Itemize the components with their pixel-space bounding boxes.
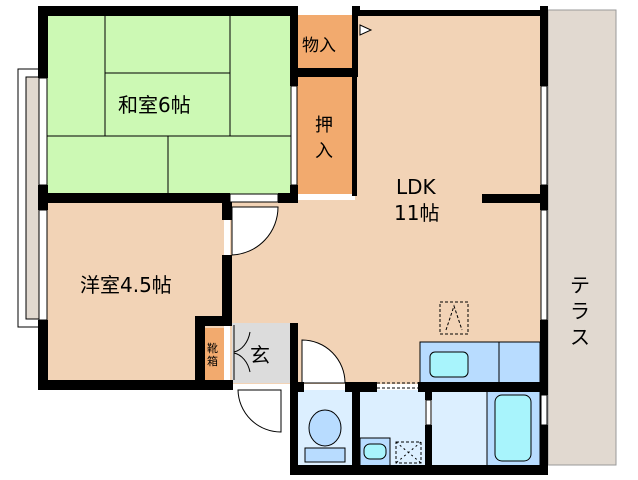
- ldk-label-2: 11帖: [394, 201, 439, 225]
- terrace-label-1: テ: [570, 273, 590, 297]
- yoshitsu-label: 洋室4.5帖: [80, 273, 172, 297]
- getabako-label-1: 靴: [207, 341, 218, 355]
- genkan-floor: [232, 323, 290, 383]
- washbasin-bowl: [363, 443, 387, 460]
- getabako: [204, 328, 224, 380]
- washitsu-floor: [46, 14, 292, 196]
- tatami-lines: [46, 14, 292, 196]
- oshiire-floor: [297, 77, 352, 194]
- washer-space: [395, 441, 422, 464]
- doors: [231, 206, 346, 433]
- terrace-label-2: ラ: [570, 299, 590, 323]
- oshiire-label-1: 押: [315, 115, 333, 136]
- bathtub-inner: [494, 394, 532, 462]
- door-arrow: [359, 24, 373, 36]
- oshiire-label-2: 入: [315, 141, 333, 162]
- toilet-bowl: [308, 409, 342, 447]
- getabako-label-2: 箱: [207, 354, 218, 368]
- genkan-label: 玄: [250, 343, 270, 367]
- balcony-floor: [25, 76, 41, 320]
- ldk-label-1: LDK: [396, 175, 437, 199]
- walls: [38, 6, 548, 475]
- kitchen-sink: [429, 351, 469, 378]
- toilet-tank: [304, 447, 346, 463]
- washitsu-label: 和室6帖: [118, 93, 191, 117]
- monoire-label: 物入: [302, 36, 336, 56]
- terrace: [547, 9, 617, 466]
- terrace-label-3: ス: [570, 325, 590, 349]
- windows: [38, 77, 548, 426]
- yoshitsu-floor: [46, 200, 224, 382]
- monoire-floor: [297, 15, 352, 69]
